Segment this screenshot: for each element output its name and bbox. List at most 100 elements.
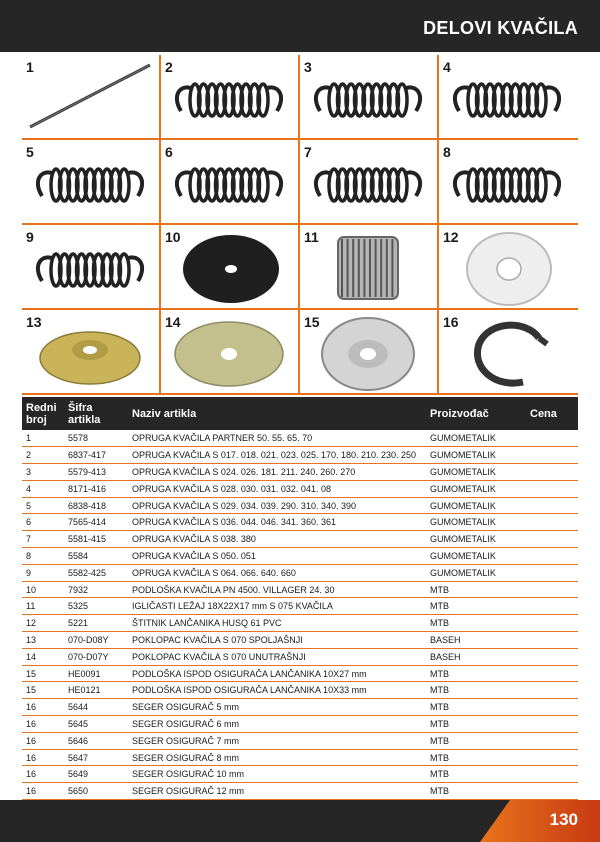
cell-redni-broj: 1 bbox=[22, 430, 64, 448]
part-image-cell: 8 bbox=[439, 140, 576, 223]
cell-sifra: 7932 bbox=[64, 581, 128, 599]
cell-naziv: OPRUGA KVAČILA S 036. 044. 046. 341. 360… bbox=[128, 513, 426, 532]
cell-redni-broj: 8 bbox=[22, 547, 64, 565]
cell-redni-broj: 13 bbox=[22, 631, 64, 649]
part-image-cell: 16 bbox=[439, 310, 576, 393]
cell-redni-broj: 4 bbox=[22, 480, 64, 498]
cell-redni-broj: 16 bbox=[22, 698, 64, 717]
header-naziv-artikla: Naziv artikla bbox=[132, 407, 197, 420]
header-proizvodjac: Proizvođač bbox=[430, 407, 489, 420]
cell-naziv: POKLOPAC KVAČILA S 070 SPOLJAŠNJI bbox=[128, 631, 426, 649]
part-image-cell: 1 bbox=[22, 55, 159, 138]
cell-proizvodjac: GUMOMETALIK bbox=[426, 564, 526, 582]
cell-sifra: 5325 bbox=[64, 597, 128, 616]
cell-proizvodjac: BASEH bbox=[426, 648, 526, 666]
part-number-label: 3 bbox=[304, 59, 312, 75]
cell-proizvodjac: GUMOMETALIK bbox=[426, 513, 526, 532]
cell-proizvodjac: MTB bbox=[426, 698, 526, 717]
cell-cena bbox=[526, 547, 578, 565]
cell-sifra: 070-D07Y bbox=[64, 648, 128, 666]
cell-naziv: SEGER OSIGURAČ 6 mm bbox=[128, 715, 426, 733]
header-redni-broj: Redni broj bbox=[26, 401, 57, 426]
part-number-label: 8 bbox=[443, 144, 451, 160]
cell-redni-broj: 11 bbox=[22, 597, 64, 616]
part-number-label: 7 bbox=[304, 144, 312, 160]
cell-sifra: 7565-414 bbox=[64, 513, 128, 532]
cell-naziv: OPRUGA KVAČILA S 028. 030. 031. 032. 041… bbox=[128, 480, 426, 498]
parts-table: Redni broj Šifra artikla Naziv artikla P… bbox=[22, 397, 578, 801]
cell-naziv: SEGER OSIGURAČ 7 mm bbox=[128, 732, 426, 750]
cell-proizvodjac: MTB bbox=[426, 597, 526, 616]
grid-divider bbox=[22, 223, 578, 225]
cell-proizvodjac: GUMOMETALIK bbox=[426, 530, 526, 549]
part-image-cell: 4 bbox=[439, 55, 576, 138]
cell-naziv: PODLOŠKA ISPOD OSIGURAČA LANČANIKA 10X33… bbox=[128, 681, 426, 700]
cell-proizvodjac: MTB bbox=[426, 765, 526, 784]
cell-redni-broj: 2 bbox=[22, 446, 64, 465]
part-image-cell: 13 bbox=[22, 310, 159, 393]
part-image-cell: 12 bbox=[439, 225, 576, 308]
cell-naziv: OPRUGA KVAČILA S 064. 066. 640. 660 bbox=[128, 564, 426, 582]
cell-naziv: PODLOŠKA KVAČILA PN 4500. VILLAGER 24. 3… bbox=[128, 581, 426, 599]
cell-sifra: 5581-415 bbox=[64, 530, 128, 549]
cell-redni-broj: 10 bbox=[22, 581, 64, 599]
cell-redni-broj: 16 bbox=[22, 715, 64, 733]
cell-proizvodjac: MTB bbox=[426, 681, 526, 700]
cell-redni-broj: 16 bbox=[22, 732, 64, 750]
cell-naziv: OPRUGA KVAČILA S 024. 026. 181. 211. 240… bbox=[128, 463, 426, 481]
cell-cena bbox=[526, 648, 578, 666]
cell-sifra: 5582-425 bbox=[64, 564, 128, 582]
cell-sifra: 5646 bbox=[64, 732, 128, 750]
cell-cena bbox=[526, 765, 578, 784]
cell-sifra: 6838-418 bbox=[64, 497, 128, 515]
cell-cena bbox=[526, 430, 578, 448]
cell-sifra: 5579-413 bbox=[64, 463, 128, 481]
cell-sifra: 070-D08Y bbox=[64, 631, 128, 649]
part-image-cell: 3 bbox=[300, 55, 437, 138]
cell-sifra: 5578 bbox=[64, 430, 128, 448]
part-image-cell: 7 bbox=[300, 140, 437, 223]
cell-redni-broj: 5 bbox=[22, 497, 64, 515]
cell-naziv: PODLOŠKA ISPOD OSIGURAČA LANČANIKA 10X27… bbox=[128, 665, 426, 683]
parts-table-container: Redni broj Šifra artikla Naziv artikla P… bbox=[22, 397, 578, 801]
cell-cena bbox=[526, 480, 578, 498]
cell-proizvodjac: GUMOMETALIK bbox=[426, 446, 526, 465]
cell-naziv: SEGER OSIGURAČ 10 mm bbox=[128, 765, 426, 784]
cell-sifra: 5221 bbox=[64, 614, 128, 633]
cell-cena bbox=[526, 698, 578, 717]
cell-cena bbox=[526, 597, 578, 616]
cell-sifra: 5650 bbox=[64, 782, 128, 801]
cell-redni-broj: 15 bbox=[22, 681, 64, 700]
cell-sifra: 5645 bbox=[64, 715, 128, 733]
cell-sifra: HE0091 bbox=[64, 665, 128, 683]
cell-cena bbox=[526, 665, 578, 683]
cell-proizvodjac: MTB bbox=[426, 749, 526, 767]
part-number-label: 6 bbox=[165, 144, 173, 160]
page-title: DELOVI KVAČILA bbox=[423, 18, 578, 38]
grid-divider bbox=[22, 138, 578, 140]
cell-sifra: HE0121 bbox=[64, 681, 128, 700]
cell-redni-broj: 16 bbox=[22, 749, 64, 767]
grid-divider bbox=[22, 393, 578, 395]
cell-proizvodjac: GUMOMETALIK bbox=[426, 547, 526, 565]
cell-sifra: 8171-416 bbox=[64, 480, 128, 498]
cell-proizvodjac: GUMOMETALIK bbox=[426, 497, 526, 515]
cell-proizvodjac: BASEH bbox=[426, 631, 526, 649]
cell-redni-broj: 16 bbox=[22, 765, 64, 784]
part-number-label: 2 bbox=[165, 59, 173, 75]
